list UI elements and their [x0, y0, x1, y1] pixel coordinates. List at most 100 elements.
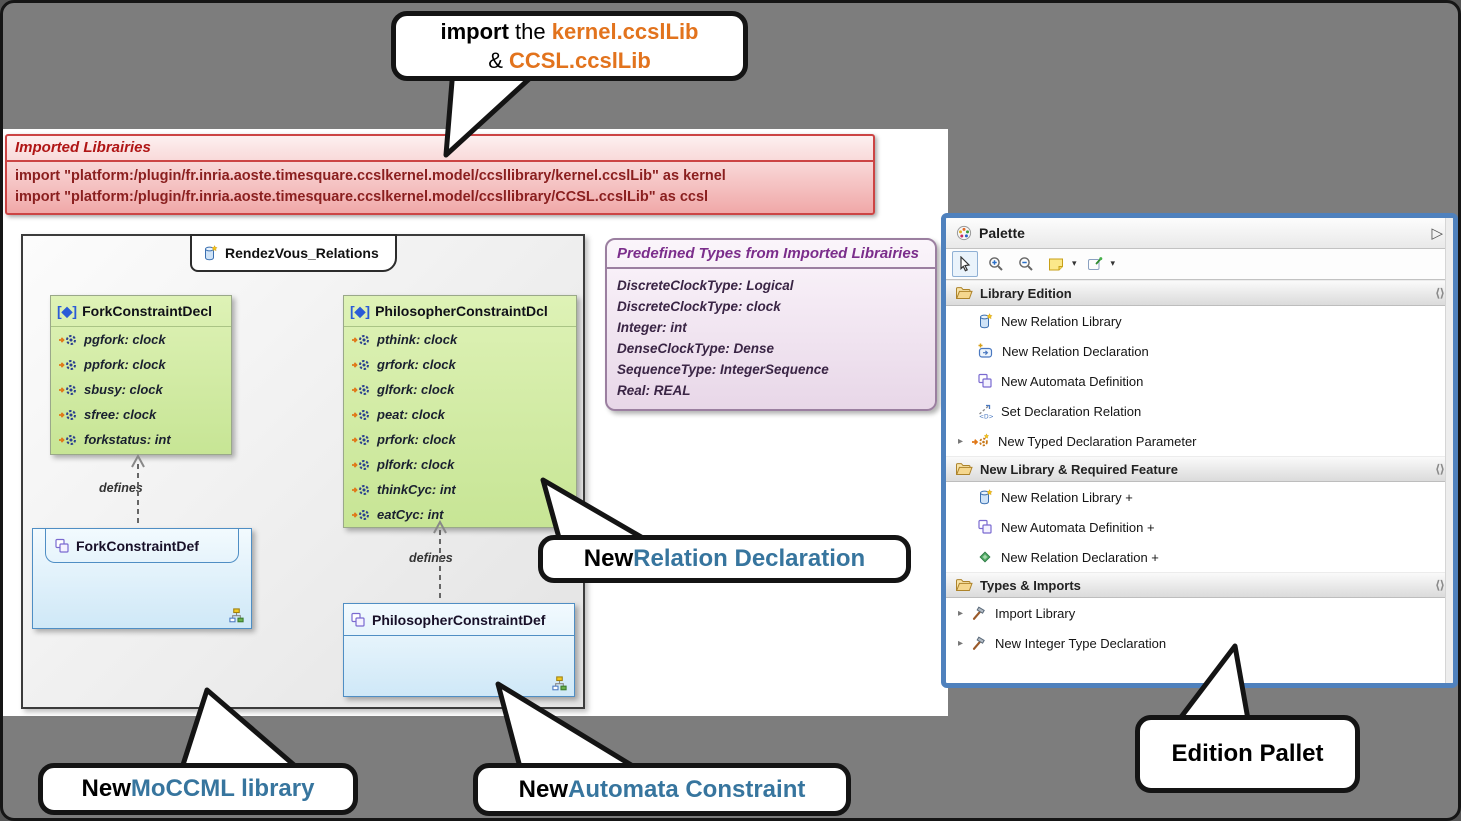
select-tool-button[interactable] — [952, 251, 978, 277]
import-statement: import "platform:/plugin/fr.inria.aoste.… — [15, 168, 726, 184]
palette-title: Palette — [979, 225, 1025, 241]
def-name: PhilosopherConstraintDef — [372, 611, 546, 628]
decl-header: [◆] ForkConstraintDecl — [51, 296, 231, 327]
palette-item-new-automata-definition-plus[interactable]: New Automata Definition + — [946, 512, 1453, 542]
marquee-pin-icon — [1087, 256, 1103, 272]
folder-icon — [955, 462, 973, 476]
import-note-callout: import the kernel.ccslLib & CCSL.ccslLib — [391, 11, 748, 81]
defines-edge-label: defines — [409, 551, 453, 565]
library-diagram-frame[interactable]: RendezVous_Relations [◆] ForkConstraintD… — [21, 234, 585, 709]
relation-declaration-callout: New Relation Declaration — [538, 535, 911, 583]
palette-item-import-library[interactable]: ▸ Import Library — [958, 605, 1076, 621]
section-collapse-icon[interactable]: ⟨⟩ — [1435, 578, 1445, 592]
note-tool-button[interactable] — [1044, 252, 1068, 276]
gear-pair-icon — [58, 408, 78, 422]
palette-header[interactable]: Palette ▷ — [946, 218, 1453, 249]
decl-box-fork[interactable]: [◆] ForkConstraintDecl pgfork: clock ppf… — [50, 295, 232, 455]
def-box-fork[interactable]: ForkConstraintDef — [32, 528, 252, 629]
palette-item-new-relation-declaration-plus[interactable]: New Relation Declaration + — [946, 542, 1453, 572]
expand-arrow-icon[interactable]: ▸ — [958, 435, 964, 447]
palette-section-library-edition[interactable]: Library Edition ⟨⟩ — [946, 280, 1453, 306]
decl-field[interactable]: ppfork: clock — [51, 352, 231, 377]
gear-pair-icon — [351, 458, 371, 472]
palette-item-new-typed-declaration-parameter[interactable]: ▸ New Typed Declaration Parameter — [958, 433, 1197, 449]
gear-pair-icon — [58, 433, 78, 447]
decl-field[interactable]: sbusy: clock — [51, 377, 231, 402]
decl-field[interactable]: forkstatus: int — [51, 427, 231, 452]
palette-section-types-imports[interactable]: Types & Imports ⟨⟩ — [946, 572, 1453, 598]
palette-item-new-integer-type-declaration[interactable]: ▸ New Integer Type Declaration — [958, 635, 1167, 651]
moccml-library-callout: New MoCCML library — [38, 763, 358, 815]
predefined-type: Integer: int — [617, 320, 687, 335]
edition-pallet-callout: Edition Pallet — [1135, 715, 1360, 793]
predefined-type: DiscreteClockType: Logical — [617, 278, 794, 293]
decl-field[interactable]: peat: clock — [344, 402, 576, 427]
marquee-tool-dropdown[interactable]: ▾ — [1110, 259, 1116, 269]
relation-library-icon — [977, 313, 993, 330]
gear-pair-icon — [58, 333, 78, 347]
def-header: PhilosopherConstraintDef — [344, 604, 574, 636]
gear-pair-icon — [351, 383, 371, 397]
palette-item-new-relation-declaration[interactable]: New Relation Declaration — [946, 336, 1453, 366]
expand-arrow-icon[interactable]: ▸ — [958, 637, 964, 649]
automata-icon — [977, 373, 993, 389]
predefined-types-box[interactable]: Predefined Types from Imported Librairie… — [605, 238, 937, 411]
section-collapse-icon[interactable]: ⟨⟩ — [1435, 286, 1445, 300]
palette-pin-icon[interactable]: ▷ — [1431, 224, 1443, 242]
palette-item-new-relation-library-plus[interactable]: New Relation Library + — [946, 482, 1453, 512]
section-title: Library Edition — [980, 285, 1072, 301]
expand-arrow-icon[interactable]: ▸ — [958, 607, 964, 619]
decl-name: ForkConstraintDecl — [82, 303, 213, 319]
def-box-philosopher[interactable]: PhilosopherConstraintDef — [343, 603, 575, 697]
diagram-title: RendezVous_Relations — [225, 245, 379, 261]
decl-header: [◆] PhilosopherConstraintDcl — [344, 296, 576, 327]
note-icon — [1048, 256, 1064, 272]
decl-field[interactable]: prfork: clock — [344, 427, 576, 452]
tree-icon — [551, 676, 568, 691]
gear-pair-icon — [351, 358, 371, 372]
decl-field[interactable]: sfree: clock — [51, 402, 231, 427]
section-title: Types & Imports — [980, 577, 1081, 593]
decl-field[interactable]: thinkCyc: int — [344, 477, 576, 502]
palette-panel: Palette ▷ ▾ ▾ Library Edition ⟨⟩ New Rel… — [941, 213, 1458, 688]
palette-item-new-relation-library[interactable]: New Relation Library — [946, 306, 1453, 336]
decl-name: PhilosopherConstraintDcl — [375, 303, 548, 319]
decl-field[interactable]: pgfork: clock — [51, 327, 231, 352]
gear-pair-icon — [58, 358, 78, 372]
decl-field[interactable]: glfork: clock — [344, 377, 576, 402]
gear-pair-icon — [351, 333, 371, 347]
decl-field[interactable]: grfork: clock — [344, 352, 576, 377]
cursor-icon — [957, 256, 973, 272]
palette-item-set-declaration-relation[interactable]: Set Declaration Relation — [946, 396, 1453, 426]
relation-declaration-icon — [977, 343, 994, 359]
palette-scrollbar[interactable] — [1445, 218, 1453, 683]
set-declaration-relation-icon — [977, 403, 993, 419]
hammer-icon — [971, 635, 987, 651]
zoom-out-button[interactable] — [1014, 252, 1038, 276]
gear-pair-icon — [58, 383, 78, 397]
automata-icon — [977, 519, 993, 535]
palette-section-new-library-required-feature[interactable]: New Library & Required Feature ⟨⟩ — [946, 456, 1453, 482]
def-name: ForkConstraintDef — [76, 537, 199, 554]
decl-box-philosopher[interactable]: [◆] PhilosopherConstraintDcl pthink: clo… — [343, 295, 577, 528]
diagram-title-tab[interactable]: RendezVous_Relations — [190, 234, 397, 272]
palette-toolbar: ▾ ▾ — [946, 249, 1453, 280]
gear-pair-icon — [351, 483, 371, 497]
predefined-type: DenseClockType: Dense — [617, 341, 775, 356]
decl-field[interactable]: plfork: clock — [344, 452, 576, 477]
banner-title: Imported Librairies — [7, 136, 873, 162]
folder-icon — [955, 286, 973, 300]
hammer-icon — [971, 605, 987, 621]
marquee-tool-button[interactable] — [1083, 252, 1107, 276]
green-diamond-icon — [977, 549, 993, 565]
decl-field[interactable]: pthink: clock — [344, 327, 576, 352]
decl-field[interactable]: eatCyc: int — [344, 502, 576, 527]
palette-item-new-automata-definition[interactable]: New Automata Definition — [946, 366, 1453, 396]
section-collapse-icon[interactable]: ⟨⟩ — [1435, 462, 1445, 476]
relation-decl-badge-icon: [◆] — [57, 302, 78, 319]
zoom-in-button[interactable] — [984, 252, 1008, 276]
imported-libraries-banner[interactable]: Imported Librairies import "platform:/pl… — [5, 134, 875, 215]
note-tool-dropdown[interactable]: ▾ — [1072, 259, 1077, 269]
predefined-type: Real: REAL — [617, 383, 691, 398]
